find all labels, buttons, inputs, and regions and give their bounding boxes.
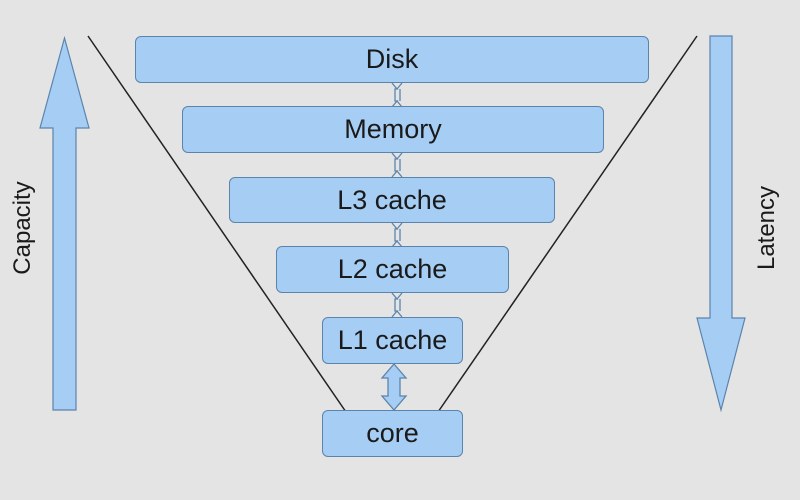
connector-arrow-icon (391, 152, 403, 178)
level-label: core (366, 418, 419, 448)
level-label: L3 cache (337, 184, 447, 215)
level-l2-cache: L2 cache (276, 246, 509, 293)
level-label: L1 cache (337, 325, 448, 355)
connector-arrow-icon (391, 222, 403, 248)
funnel-right-line (437, 35, 698, 413)
level-label: L2 cache (337, 254, 448, 284)
capacity-arrow-icon (39, 35, 90, 411)
connector-arrow-icon (391, 292, 403, 318)
level-l3-cache: L3 cache (229, 177, 555, 223)
funnel-left-line (87, 35, 347, 413)
connector-arrow-icon (391, 82, 403, 108)
level-label: Memory (344, 114, 442, 144)
level-core: core (322, 410, 463, 457)
latency-arrow-icon (696, 35, 746, 413)
level-disk: Disk (135, 36, 649, 83)
level-label: Disk (365, 44, 419, 74)
level-memory: Memory (182, 106, 604, 153)
latency-label: Latency (753, 185, 780, 271)
level-l1-cache: L1 cache (322, 317, 463, 364)
capacity-label: Capacity (9, 181, 36, 275)
connector-arrow-icon (380, 363, 408, 411)
